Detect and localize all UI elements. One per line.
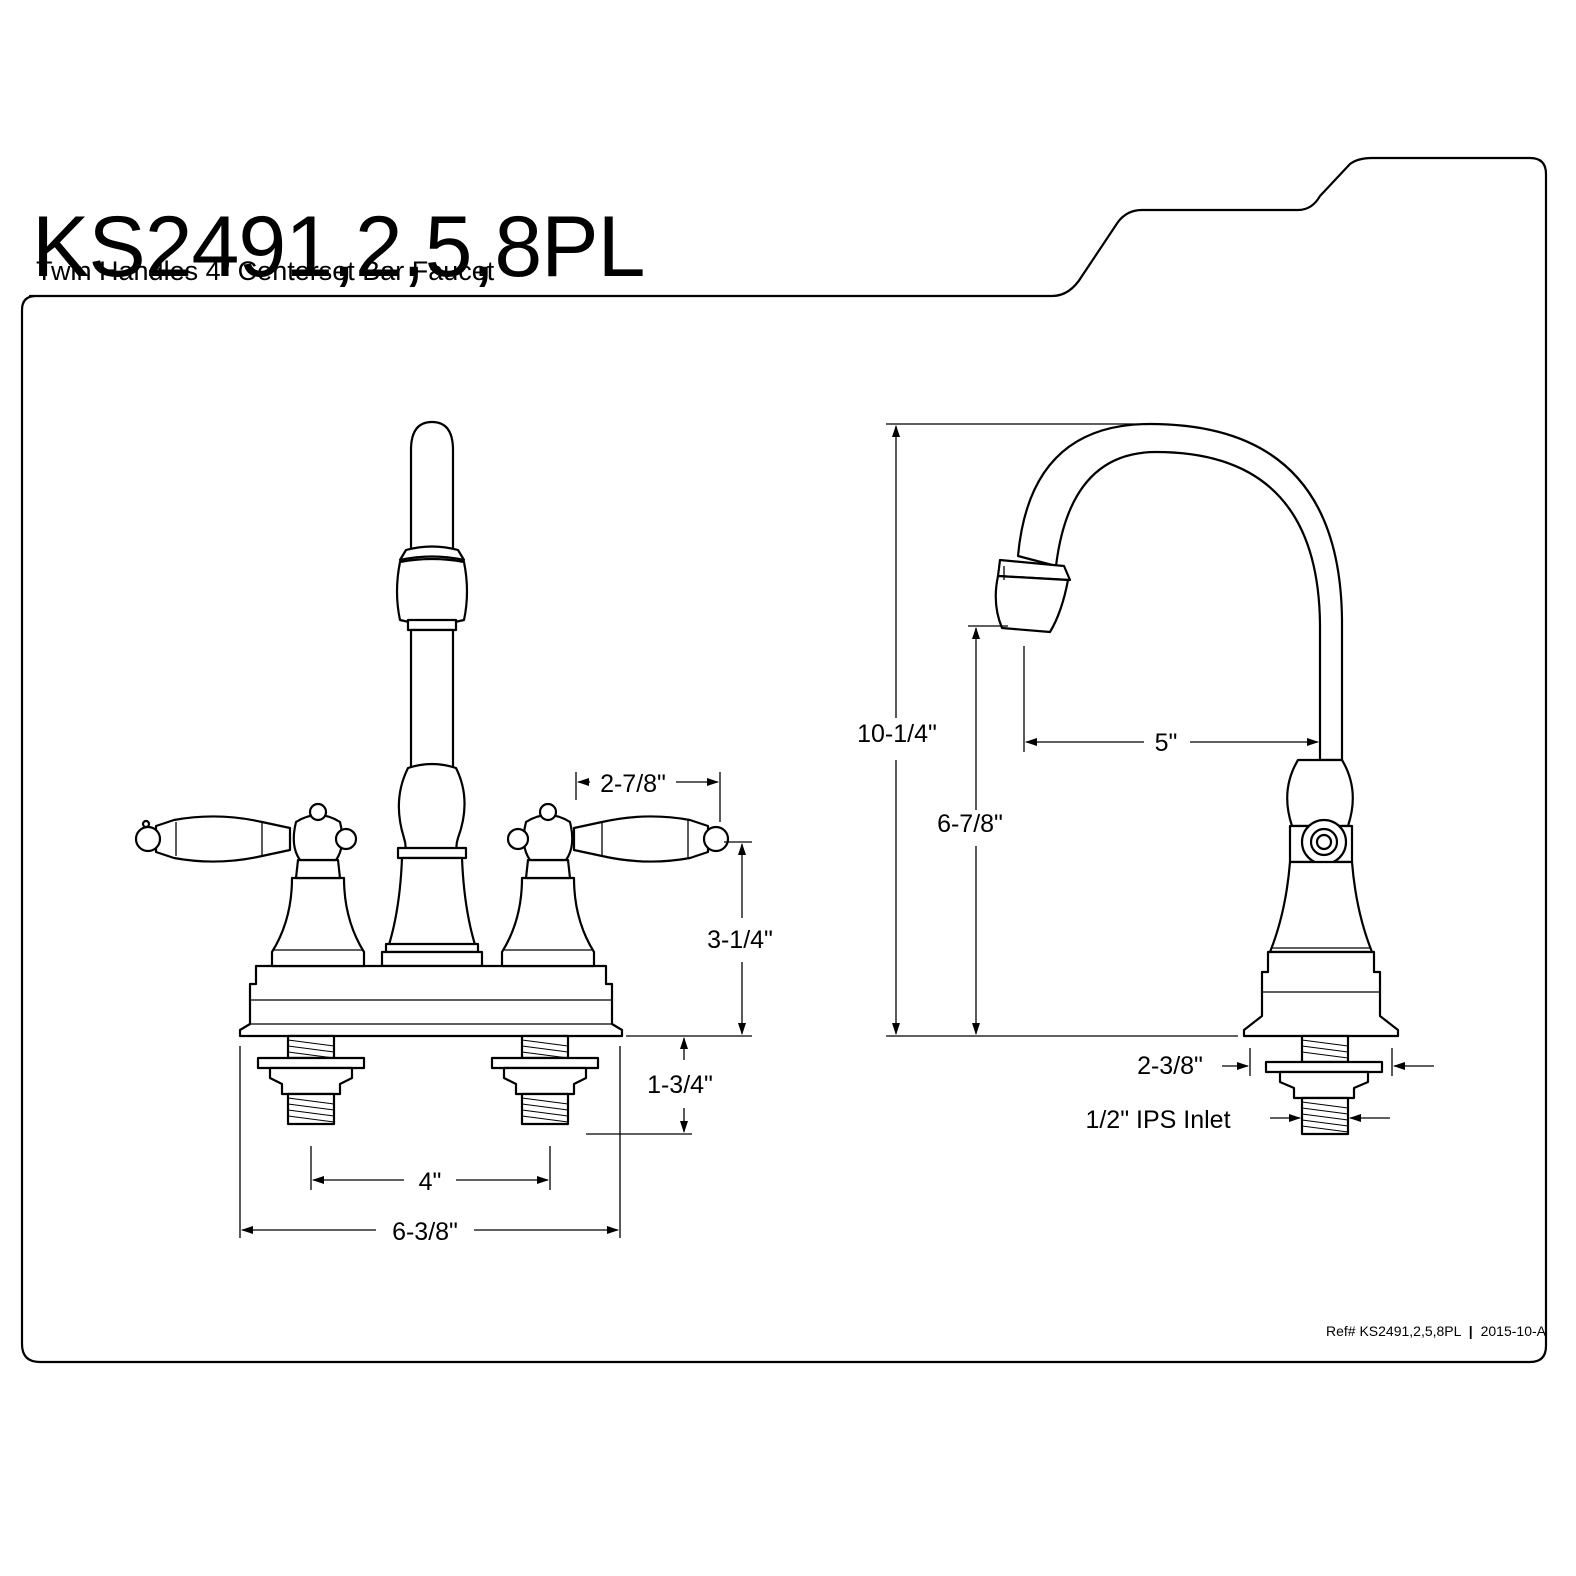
label-spout-clearance: 6-7/8" (937, 810, 1003, 838)
dimension-overall-height: 10-1/4" (857, 423, 1238, 1037)
reference-label: Ref# KS2491,2,5,8PL (1326, 1323, 1462, 1339)
label-handle-height: 3-1/4" (707, 926, 773, 954)
model-title: KS2491,2,5,8PL (32, 199, 645, 295)
label-spout-reach: 5" (1155, 729, 1178, 757)
threads-front (287, 1039, 569, 1123)
faucet-side-view (994, 422, 1400, 1136)
dimension-handle-spread: 2-7/8" (575, 770, 721, 822)
dimension-base-width: 6-3/8" (239, 1046, 621, 1246)
reference-revision: 2015-10-A (1481, 1323, 1547, 1339)
label-handle-spread: 2-7/8" (600, 770, 666, 798)
drawing-frame (20, 156, 1548, 1364)
dimension-spout-reach: 5" (1023, 646, 1321, 757)
reference-separator: | (1469, 1323, 1473, 1339)
dimension-inlet: 1/2" IPS Inlet (1085, 1106, 1390, 1134)
dimension-base-depth: 2-3/8" (1137, 1048, 1434, 1080)
model-subtitle: Twin Handles 4" Centerset Bar Faucet (36, 256, 495, 286)
dimension-center-spread: 4" (310, 1146, 551, 1196)
label-base-depth: 2-3/8" (1137, 1052, 1203, 1080)
dimension-handle-height: 3-1/4" (626, 841, 773, 1037)
faucet-front-view (134, 420, 730, 1126)
label-base-width: 6-3/8" (392, 1218, 458, 1246)
dimension-spout-clearance: 6-7/8" (937, 625, 1008, 1035)
threads-side (1301, 1039, 1349, 1133)
label-shank-length: 1-3/4" (647, 1071, 713, 1099)
label-center-spread: 4" (419, 1168, 442, 1196)
label-inlet: 1/2" IPS Inlet (1085, 1106, 1230, 1134)
label-overall-height: 10-1/4" (857, 720, 937, 748)
dimension-shank-length: 1-3/4" (586, 1037, 713, 1135)
reference-number: Ref# KS2491,2,5,8PL | 2015-10-A (1326, 1323, 1547, 1339)
